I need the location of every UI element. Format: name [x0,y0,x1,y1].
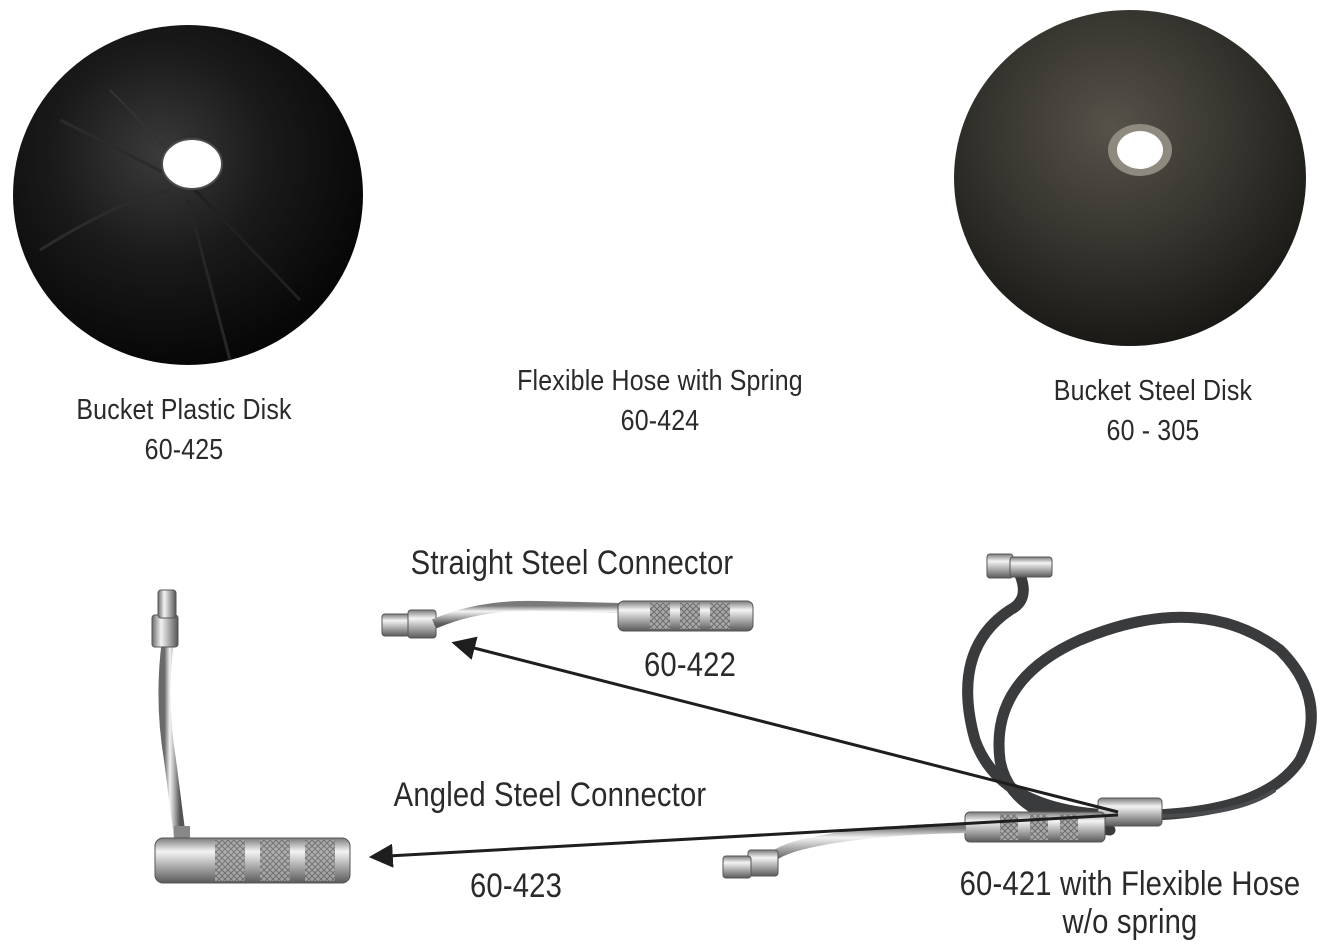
plastic-disk-code: 60-425 [144,434,224,466]
angled-steel-connector-image [151,589,351,884]
plastic-disk-name: Bucket Plastic Disk [76,394,292,426]
hose-spring-code: 60-424 [620,405,700,437]
flexible-hose-image [722,553,1317,879]
arrow-to-angled-connector [368,813,1119,868]
hose-spring-name: Flexible Hose with Spring [517,365,803,397]
steel-disk-label: Bucket Steel Disk 60 - 305 [1024,371,1282,451]
arrow-to-straight-connector [451,636,1119,814]
flexible-hose-label: 60-421 with Flexible Hose [932,864,1328,904]
flexible-hose-name: 60-421 with Flexible Hose [959,865,1301,903]
bucket-steel-disk-image [954,10,1306,346]
straight-connector-name: Straight Steel Connector [410,544,734,582]
angled-connector-name: Angled Steel Connector [393,776,707,814]
flexible-hose-note: w/o spring [1062,903,1198,941]
steel-disk-name: Bucket Steel Disk [1053,375,1253,407]
straight-steel-connector-image [381,600,754,639]
hose-spring-label: Flexible Hose with Spring 60-424 [497,361,824,441]
bucket-plastic-disk-image [13,25,363,365]
straight-connector-code: 60-422 [643,646,737,684]
angled-connector-code: 60-423 [469,867,563,905]
plastic-disk-label: Bucket Plastic Disk 60-425 [55,390,313,470]
steel-disk-code: 60 - 305 [1106,415,1200,447]
